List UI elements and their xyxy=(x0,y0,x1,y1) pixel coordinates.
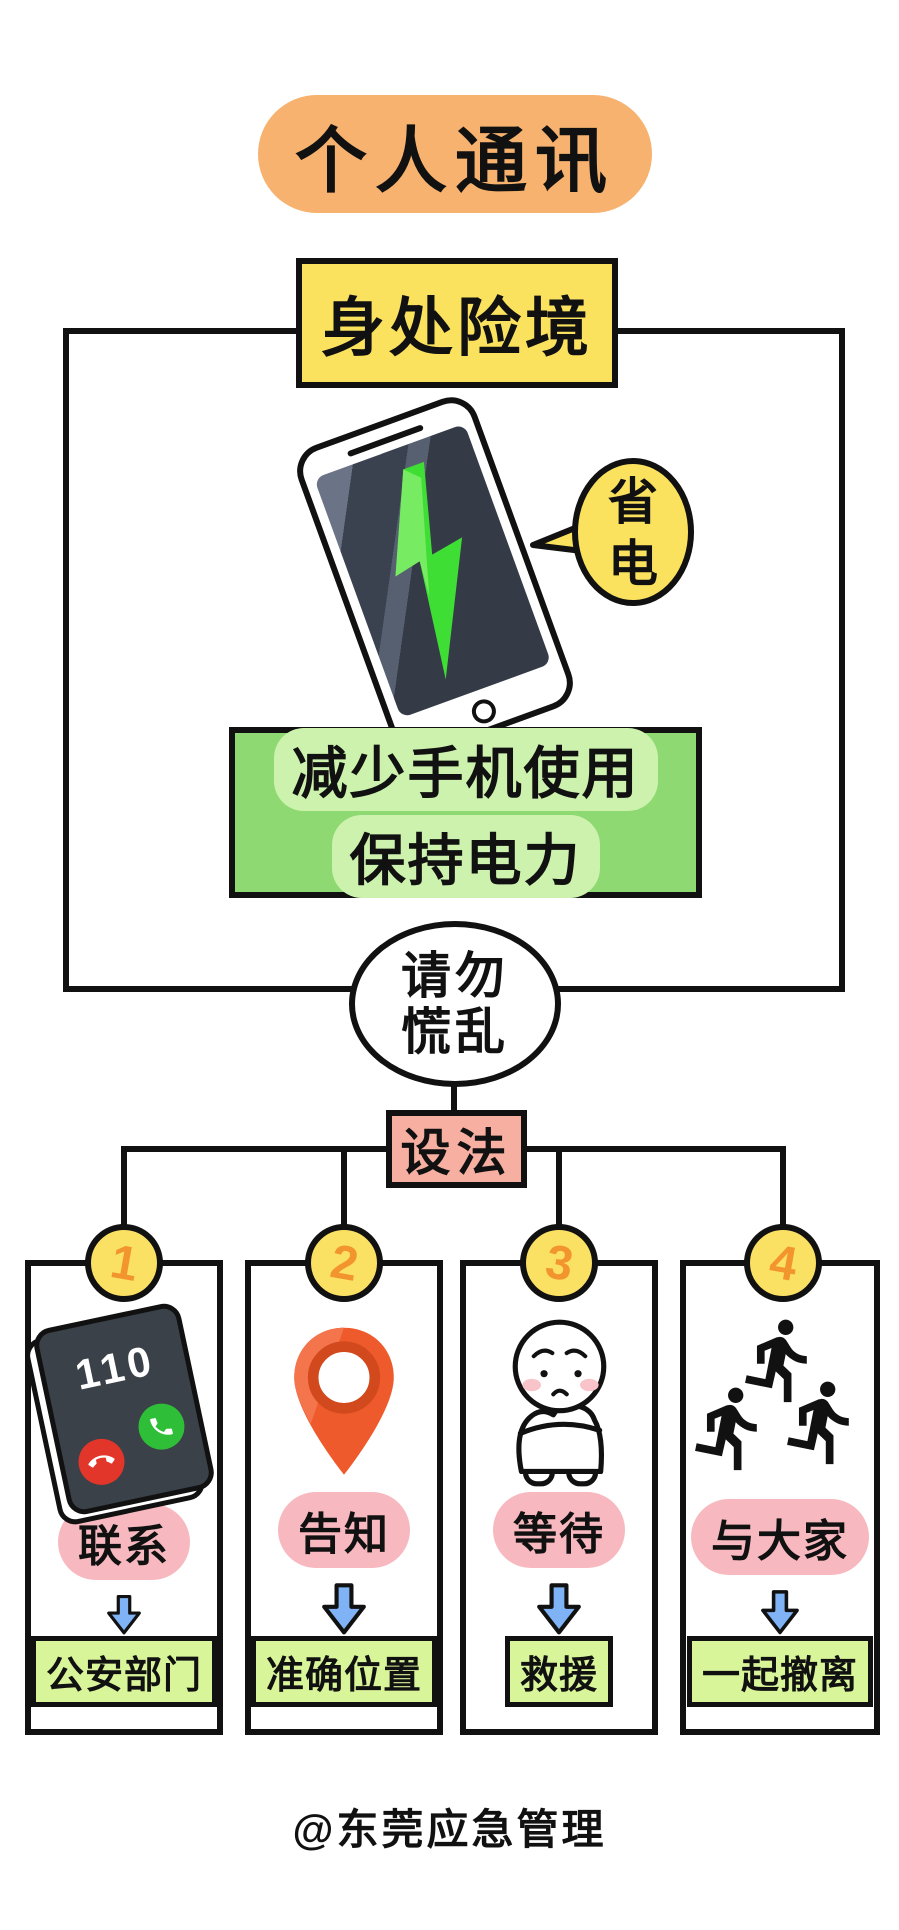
down-arrow-icon xyxy=(322,1582,366,1634)
advice-line-2: 保持电力 xyxy=(331,814,600,898)
waiting-person-icon xyxy=(512,1319,606,1487)
step-badge-1: 1 xyxy=(85,1224,163,1302)
badge-number-4: 4 xyxy=(765,1234,801,1292)
speech-bubble: 省 电 xyxy=(530,458,694,606)
runner-icon xyxy=(787,1381,849,1465)
step-badge-2: 2 xyxy=(305,1224,383,1302)
calm-ellipse: 请勿 慌乱 xyxy=(349,921,561,1087)
speech-bubble-body xyxy=(572,458,694,606)
step-4-result: 一起撤离 xyxy=(686,1636,873,1707)
decline-call-icon xyxy=(74,1434,129,1490)
connector-drop-2 xyxy=(341,1146,347,1266)
card-1-icon-area: 110 xyxy=(21,1300,218,1528)
location-pin-icon xyxy=(294,1327,394,1475)
connector-drop-1 xyxy=(121,1146,127,1266)
down-arrow-icon xyxy=(761,1590,799,1635)
card-4-icon-area xyxy=(690,1314,870,1499)
advice-box: 减少手机使用 保持电力 xyxy=(229,727,702,898)
running-people-icon xyxy=(690,1314,870,1499)
calm-line-2: 慌乱 xyxy=(401,1004,509,1060)
calm-line-1: 请勿 xyxy=(401,948,509,1004)
step-card-evacuate: 与大家 一起撤离 xyxy=(680,1260,880,1735)
page-title: 个人通讯 xyxy=(258,95,652,213)
phone-110-icon: 110 xyxy=(21,1300,218,1528)
step-3-label: 等待 xyxy=(493,1491,625,1568)
step-badge-4: 4 xyxy=(744,1224,822,1302)
step-badge-3: 3 xyxy=(520,1224,598,1302)
phone-110-number: 110 xyxy=(71,1336,160,1399)
step-card-contact: 110 联系 公安部门 xyxy=(21,1260,223,1735)
badge-number-3: 3 xyxy=(541,1234,577,1292)
card-3-icon-area xyxy=(492,1314,627,1492)
step-1-result: 公安部门 xyxy=(31,1636,218,1707)
badge-number-2: 2 xyxy=(326,1234,362,1292)
method-box-label: 设法 xyxy=(400,1125,513,1181)
step-4-label: 与大家 xyxy=(691,1499,869,1575)
step-2-result: 准确位置 xyxy=(251,1636,438,1707)
runner-icon xyxy=(695,1387,757,1471)
phone-110-buttons xyxy=(71,1399,190,1490)
bubble-char-2: 电 xyxy=(608,536,658,592)
connector-drop-3 xyxy=(556,1146,562,1266)
connector-drop-4 xyxy=(780,1146,786,1266)
page-title-label: 个人通讯 xyxy=(294,121,615,202)
card-2-icon-area xyxy=(284,1314,404,1492)
method-box: 设法 xyxy=(386,1110,527,1188)
step-2-label: 告知 xyxy=(278,1491,410,1568)
bubble-char-1: 省 xyxy=(608,474,658,530)
phone-screen xyxy=(313,423,552,719)
phone-illustration xyxy=(289,389,581,765)
down-arrow-icon xyxy=(107,1594,141,1635)
badge-number-1: 1 xyxy=(106,1234,142,1292)
lightning-bolt-icon xyxy=(395,461,462,680)
phone-110-front: 110 xyxy=(30,1300,218,1518)
accept-call-icon xyxy=(134,1399,189,1454)
down-arrow-icon xyxy=(537,1582,581,1634)
credit-line: @东莞应急管理 xyxy=(292,1806,607,1853)
danger-box-label: 身处险境 xyxy=(321,292,593,364)
connector-calm-to-method xyxy=(451,1083,457,1116)
runner-icon xyxy=(745,1319,807,1403)
step-card-inform: 告知 准确位置 xyxy=(245,1260,443,1735)
danger-box: 身处险境 xyxy=(296,258,618,388)
step-card-wait: 等待 救援 xyxy=(460,1260,658,1735)
advice-line-1: 减少手机使用 xyxy=(273,727,658,811)
step-3-result: 救援 xyxy=(504,1636,613,1707)
